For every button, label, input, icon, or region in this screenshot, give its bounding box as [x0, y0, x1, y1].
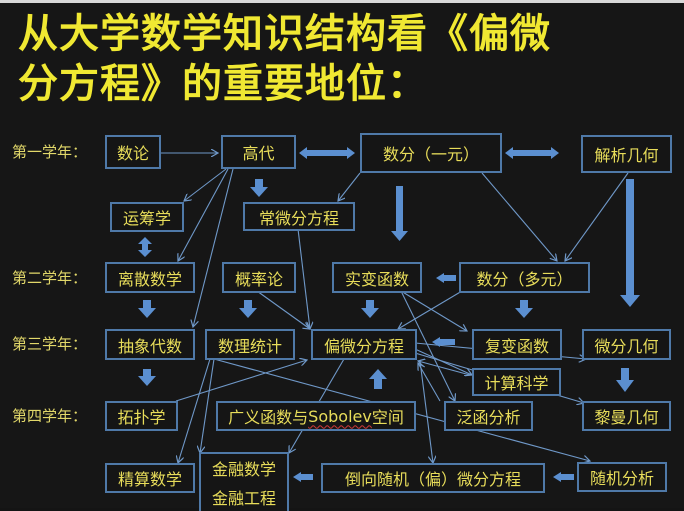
arrow-real-to-complex: [400, 290, 467, 331]
node-operations-research[interactable]: 运筹学: [110, 202, 184, 232]
year-label-4: 第四学年：: [12, 407, 88, 425]
node-label: 抽象代数: [117, 336, 182, 356]
arrow-calcmulti-to-pde: [398, 290, 463, 329]
node-label: 拓扑学: [117, 408, 166, 427]
connector-layer: [138, 147, 640, 482]
node-abstract-algebra[interactable]: 抽象代数: [105, 329, 195, 360]
arrow-algebra-to-or: [184, 168, 227, 201]
up-arrow-generalized-to-pde: [369, 369, 387, 389]
thin-arrows: [160, 153, 629, 463]
left-arrow-calcmulti-to-real: [436, 273, 456, 283]
node-label: 偏微分方程: [323, 336, 404, 356]
year-label-3: 第三学年：: [12, 335, 88, 353]
arrow-algebra-to-abstract: [193, 168, 234, 327]
node-label: 微分几何: [594, 336, 659, 356]
down-arrow-discrete-to-abstract: [138, 300, 156, 318]
node-real-analysis[interactable]: 实变函数: [332, 262, 422, 293]
title-line-2: 分方程》的重要地位：: [18, 61, 428, 107]
node-label-financial-engineering: 金融工程: [211, 488, 276, 508]
arrow-algebra-to-discrete: [178, 168, 229, 261]
slide-title: 从大学数学知识结构看《偏微 分方程》的重要地位：: [18, 9, 678, 109]
node-finance[interactable]: 金融数学 金融工程: [199, 452, 289, 511]
down-arrow-diffgeo-to-riemann: [616, 368, 634, 392]
node-label: 精算数学: [117, 470, 182, 489]
node-label: 随机分析: [589, 469, 654, 488]
arrow-prob-to-pde: [256, 290, 310, 329]
node-number-theory[interactable]: 数论: [105, 135, 161, 169]
year-label-2: 第二学年：: [12, 269, 88, 287]
node-label: 数理统计: [217, 336, 282, 356]
arrow-analgeo-to-calcmulti: [565, 172, 629, 261]
arrow-functional-to-pde: [418, 363, 441, 402]
down-arrow-calcmulti-to-complex: [515, 300, 533, 318]
arrow-pde-to-bsde: [419, 360, 433, 463]
arrow-topology-to-pde: [175, 360, 307, 402]
node-ode[interactable]: 常微分方程: [243, 202, 355, 231]
node-computational-science[interactable]: 计算科学: [472, 368, 561, 396]
block-arrows: [138, 147, 640, 482]
node-calculus-multi[interactable]: 数分（多元）: [459, 262, 590, 293]
down-arrow-analgeo-to-diffgeo: [620, 179, 640, 307]
node-backward-sde[interactable]: 倒向随机（偏）微分方程: [321, 463, 545, 493]
node-advanced-algebra[interactable]: 高代: [221, 135, 296, 169]
node-pde[interactable]: 偏微分方程: [311, 329, 417, 360]
down-arrow-prob-to-stat: [239, 300, 257, 318]
node-label: 常微分方程: [258, 208, 339, 228]
arrow-stat-to-actuarial: [178, 358, 211, 463]
node-label: 实变函数: [344, 269, 409, 289]
node-analytic-geometry[interactable]: 解析几何: [581, 135, 672, 173]
down-arrow-to-ode: [250, 179, 268, 197]
node-label: 解析几何: [594, 146, 659, 165]
node-actuarial-math[interactable]: 精算数学: [105, 463, 195, 493]
node-label-sobolev: Sobolev: [308, 406, 372, 426]
updown-arrow-or-discrete: [138, 237, 152, 257]
arrow-calc1-to-calcmulti: [481, 172, 557, 261]
down-arrow-abstract-to-topology: [138, 369, 156, 386]
left-arrow-complex-to-pde: [432, 337, 455, 347]
arrow-stat-to-finmath: [200, 358, 215, 453]
node-probability[interactable]: 概率论: [222, 262, 296, 293]
year-label-1: 第一学年：: [12, 143, 88, 161]
title-line-1: 从大学数学知识结构看《偏微: [18, 11, 551, 57]
node-topology[interactable]: 拓扑学: [105, 401, 178, 431]
arrow-ode-to-pde: [297, 228, 310, 329]
node-calculus-single[interactable]: 数分（一元）: [360, 133, 502, 173]
node-label-suffix: 空间: [371, 408, 404, 427]
node-stochastic-analysis[interactable]: 随机分析: [577, 462, 667, 492]
node-label: 运筹学: [122, 209, 171, 228]
node-discrete-math[interactable]: 离散数学: [105, 262, 195, 293]
node-label: 计算科学: [484, 374, 549, 393]
left-arrow-stochastic-to-bsde: [553, 472, 574, 482]
node-complex-analysis[interactable]: 复变函数: [472, 329, 562, 360]
node-label-financial-math: 金融数学: [211, 460, 276, 480]
node-functional-analysis[interactable]: 泛函分析: [444, 401, 533, 431]
node-label: 黎曼几何: [594, 408, 659, 427]
node-label: 倒向随机（偏）微分方程: [344, 470, 521, 489]
arrow-compsci-to-pde: [418, 361, 471, 376]
node-label: 复变函数: [484, 336, 549, 356]
arrow-calc1-to-ode: [338, 172, 361, 201]
node-label: 数分（多元）: [476, 269, 573, 289]
down-arrow-real-to-pde: [361, 300, 379, 318]
down-arrow-calc1-to-real: [391, 186, 408, 241]
node-math-statistics[interactable]: 数理统计: [205, 329, 295, 360]
left-arrow-bsde-to-finance: [293, 472, 313, 482]
node-label: 数分（一元）: [382, 145, 479, 164]
node-label-prefix: 广义函数与: [228, 408, 309, 427]
node-riemannian-geometry[interactable]: 黎曼几何: [582, 401, 671, 431]
arrow-real-to-functional: [400, 290, 455, 401]
node-label: 数论: [116, 144, 149, 163]
double-arrow-algebra-calc1: [299, 147, 355, 159]
node-label: 离散数学: [117, 269, 182, 289]
node-label: 概率论: [234, 269, 283, 289]
double-arrow-calc1-analgeo: [505, 147, 559, 159]
node-label: 高代: [242, 144, 275, 163]
node-label: 泛函分析: [456, 408, 521, 427]
node-differential-geometry[interactable]: 微分几何: [582, 329, 671, 360]
